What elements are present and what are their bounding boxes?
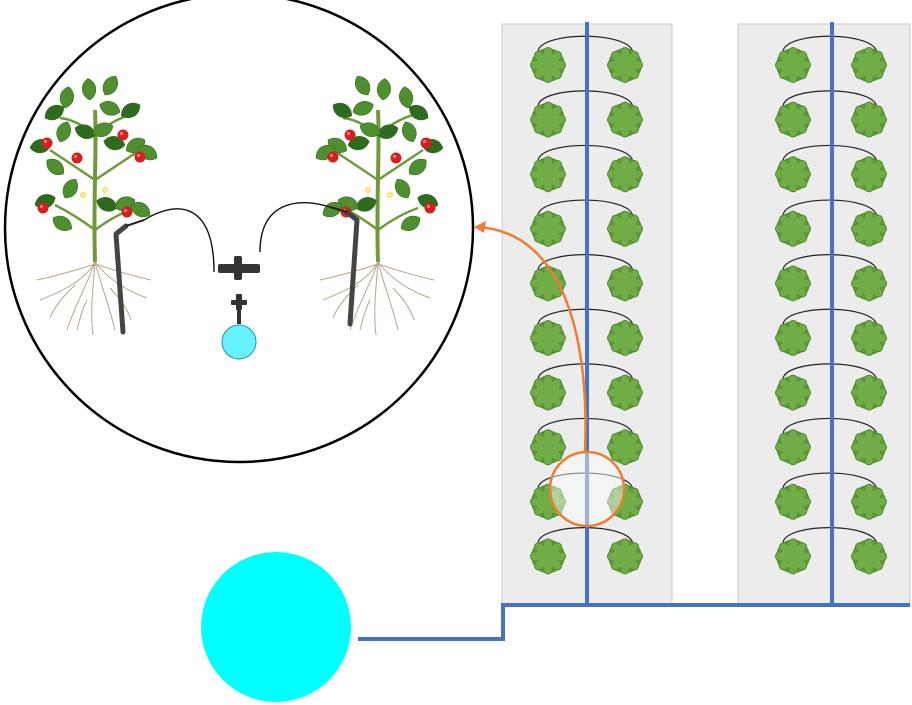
plant-icon <box>775 429 811 466</box>
micro-tube-left <box>143 208 215 273</box>
plant-icon <box>775 101 811 138</box>
plant-icon <box>530 320 566 356</box>
drip-stake-right-icon <box>329 206 360 327</box>
plant-icon <box>775 47 811 83</box>
plant-icon <box>851 265 887 302</box>
plant-icon <box>775 156 811 193</box>
plant-icon <box>607 429 643 466</box>
drip-stake-left-icon <box>113 219 145 335</box>
plant-icon <box>607 101 643 138</box>
plant-icon <box>530 210 566 247</box>
plant-icon <box>607 320 643 356</box>
plant-icon <box>851 538 887 575</box>
tomato-plant-right-icon <box>315 76 444 336</box>
callout-arrowhead <box>474 221 486 233</box>
plant-icon <box>607 156 643 193</box>
plant-icon <box>851 374 887 411</box>
detail-callout <box>474 221 626 528</box>
plant-icon <box>775 320 811 356</box>
plant-icon <box>851 210 887 247</box>
water-tank-icon <box>201 552 351 702</box>
plant-icon <box>530 47 566 83</box>
plant-icon <box>851 156 887 193</box>
plant-icon <box>775 538 811 575</box>
plant-icon <box>851 429 887 466</box>
tee-connector-icon <box>218 256 260 324</box>
callout-arrow <box>477 225 587 453</box>
plant-icon <box>775 483 811 520</box>
plant-icon <box>607 47 643 83</box>
plant-icon <box>775 374 811 411</box>
main-supply-pipe <box>358 603 910 641</box>
detail-circle <box>3 0 475 464</box>
plant-icon <box>530 374 566 411</box>
plant-icon <box>851 483 887 520</box>
pipe-network <box>358 22 910 641</box>
plant-icon <box>607 538 643 575</box>
pipe-section-icon <box>221 324 257 360</box>
plant-icon <box>530 156 566 193</box>
detail-view <box>3 0 475 464</box>
plant-icon <box>530 429 566 466</box>
plant-icon <box>775 210 811 247</box>
plant-icon <box>607 265 643 302</box>
tomato-plant-left-icon <box>29 76 158 336</box>
micro-tube-right <box>259 201 331 253</box>
plant-icon <box>607 374 643 411</box>
plant-icon <box>851 47 887 83</box>
field-bed-2 <box>737 23 911 606</box>
plant-icon <box>775 265 811 302</box>
plant-icon <box>530 538 566 575</box>
plant-icon <box>530 265 566 302</box>
plant-icon <box>851 101 887 138</box>
plant-icon <box>607 210 643 247</box>
plant-icon <box>851 320 887 356</box>
plant-icon <box>530 101 566 138</box>
callout-circle <box>548 450 626 528</box>
